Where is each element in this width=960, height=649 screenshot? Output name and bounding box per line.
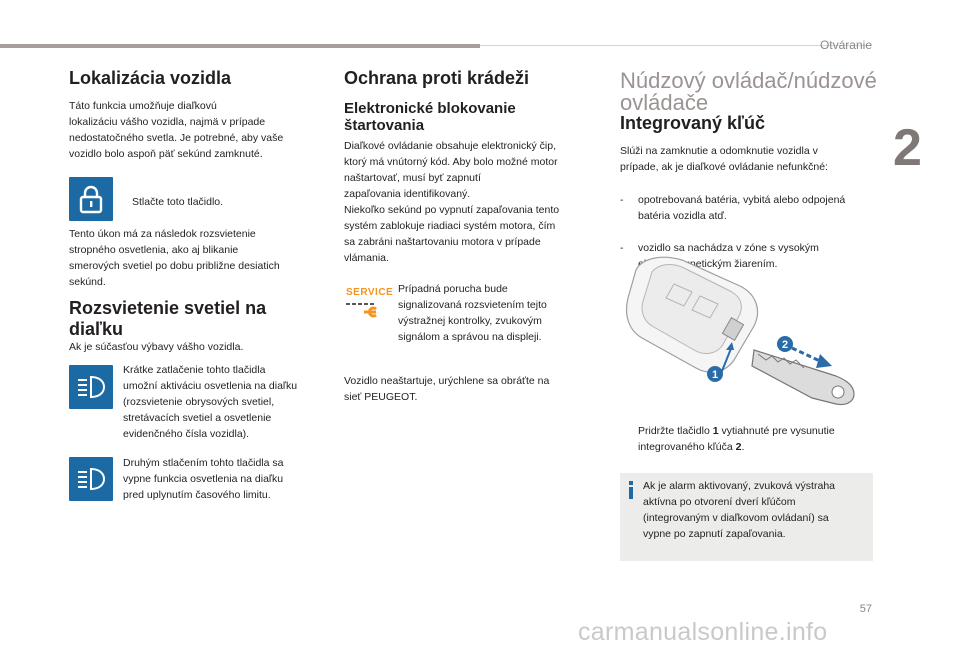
info-box	[620, 473, 873, 561]
short-press-text: Krátke zatlačenie tohto tlačidla umožní …	[123, 364, 298, 440]
key-step-text: Pridržte tlačidlo 1 vytiahnuté pre vysun…	[638, 423, 872, 455]
list-text: opotrebovaná batéria, vybitá alebo odpoj…	[638, 194, 846, 222]
press-text: Stlačte toto tlačidlo.	[132, 196, 224, 208]
service-warning-text: Prípadná porucha bude signalizovaná rozs…	[398, 283, 547, 343]
dealer-note: Vozidlo neaštartuje, urýchlene sa obráťt…	[344, 375, 550, 403]
headlamp-icon-2	[69, 457, 113, 501]
info-text: Ak je alarm aktivovaný, zvuková výstraha…	[643, 480, 835, 540]
callout-2	[777, 336, 793, 352]
key-step-instruction: Pridržte tlačidlo 1 vytiahnuté pre vysun…	[620, 423, 872, 455]
immobiliser-body: Diaľkové ovládanie obsahuje elektronický…	[344, 140, 560, 264]
chapter-number: 2	[893, 119, 922, 177]
list-item: - opotrebovaná batéria, vybitá alebo odp…	[620, 192, 872, 224]
step-button-number: 1	[712, 425, 719, 437]
callout-2-label: 2	[782, 339, 788, 351]
press-button-instruction: Stlačte toto tlačidlo.	[123, 178, 223, 210]
step-end: .	[741, 441, 745, 453]
step-key-number: 2	[735, 441, 742, 453]
integrated-key-intro: Slúži na zamknutie a odomknutie vozidla …	[620, 145, 828, 173]
header-line	[480, 45, 872, 46]
step-middle: vytiahnuté pre vysunutie integrovaného k…	[638, 425, 835, 453]
list-dash: -	[620, 194, 624, 206]
callout-1	[707, 366, 723, 382]
heading-vehicle-locating: Lokalizácia vozidla	[69, 68, 232, 88]
heading-emergency-control: Núdzový ovládač/núdzové ovládače	[620, 68, 877, 115]
padlock-icon	[69, 177, 113, 221]
key-fob-illustration: 1 2	[625, 256, 855, 406]
heading-integrated-key: Integrovaný kľúč	[620, 113, 765, 133]
callout-1-label: 1	[712, 369, 718, 381]
list-dash: -	[620, 242, 624, 254]
second-press-text: Druhým stlačením tohto tlačidla sa vypne…	[123, 457, 284, 501]
watermark-text: carmanualsonline.info	[578, 618, 828, 646]
heading-immobiliser: Elektronické blokovanie štartovania	[344, 100, 516, 134]
headlamp-icon	[69, 365, 113, 409]
header-bar	[0, 44, 480, 48]
intro-paragraph: Táto funkcia umožňuje diaľkovú lokalizác…	[69, 100, 284, 160]
bullet-marker	[620, 423, 638, 455]
section-title: Otváranie	[819, 38, 872, 52]
result-paragraph: Tento úkon má za následok rozsvietenie s…	[69, 228, 280, 288]
service-warning-icon: SERVICE	[346, 287, 394, 327]
service-label: SERVICE	[346, 287, 394, 298]
step-prefix: Pridržte tlačidlo	[638, 425, 713, 437]
wrench-icon	[346, 303, 377, 318]
info-icon	[627, 481, 635, 499]
equipment-note: Ak je súčasťou výbavy vášho vozidla.	[69, 341, 244, 353]
reasons-list: - opotrebovaná batéria, vybitá alebo odp…	[620, 176, 872, 288]
page-number: 57	[859, 603, 872, 615]
heading-anti-theft: Ochrana proti krádeži	[344, 68, 530, 88]
heading-remote-lighting: Rozsvietenie svetiel na diaľku	[69, 298, 267, 339]
